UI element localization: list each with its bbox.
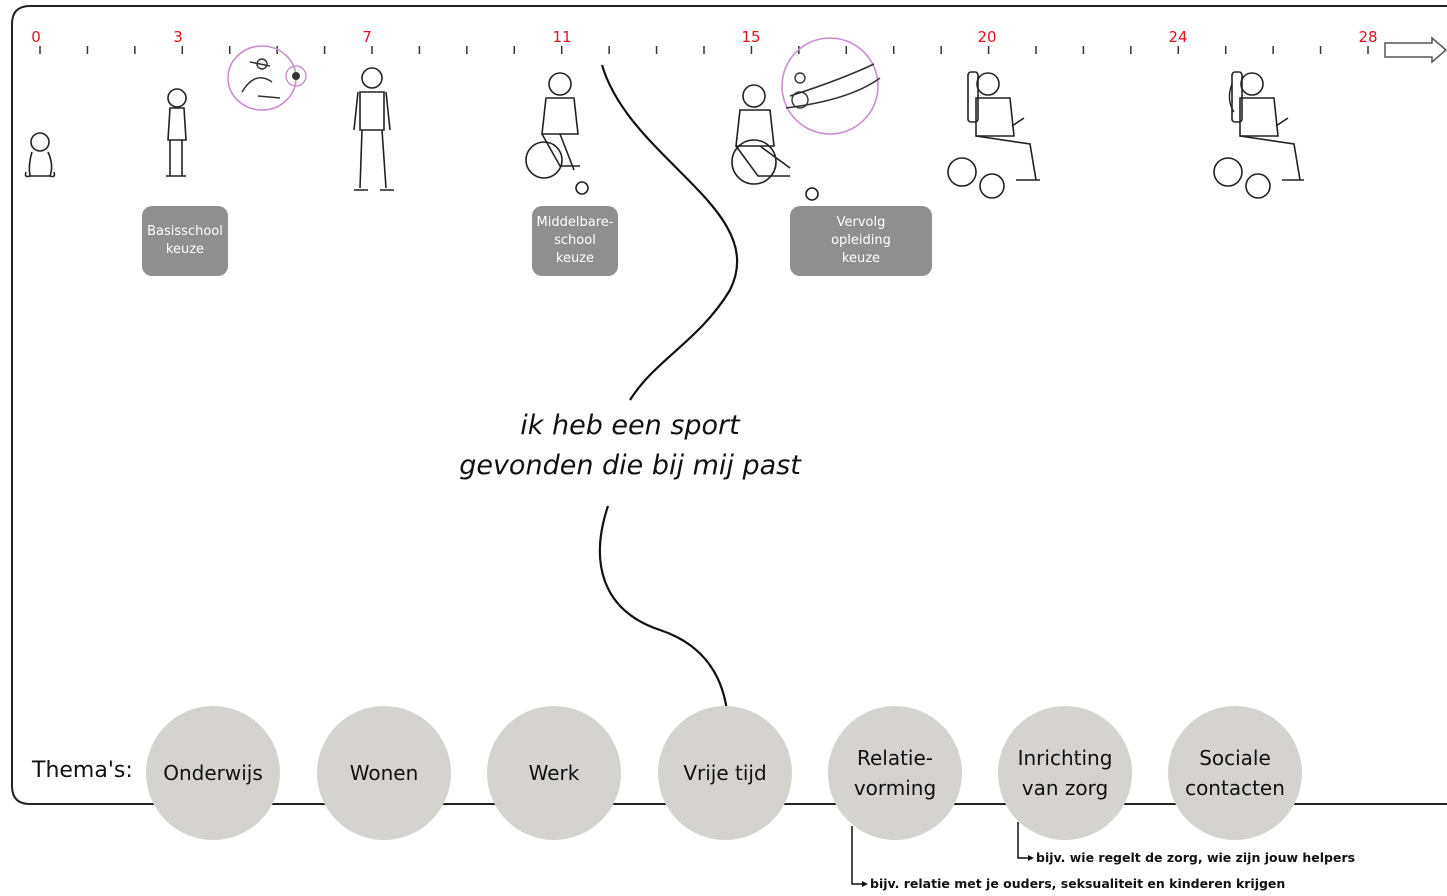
tick-label-28: 28 — [1358, 28, 1378, 46]
quote-text: ik heb een sport gevonden die bij mij pa… — [459, 410, 801, 481]
tick-label-20: 20 — [977, 28, 997, 46]
inset-school-icon — [227, 45, 307, 111]
theme-label: Inrichting van zorg — [1017, 746, 1113, 800]
figure-young-adult-wheelchair-icon — [731, 84, 819, 201]
figure-adult-powerchair-icon — [947, 71, 1040, 199]
figure-adult-powerchair-2-icon — [1213, 71, 1304, 199]
theme-relatievorming[interactable]: Relatie- vorming — [828, 706, 962, 840]
theme-label: Wonen — [349, 761, 419, 785]
connector-curve-top — [600, 64, 739, 401]
theme-label: Relatie- vorming — [853, 746, 937, 800]
tick-label-3: 3 — [173, 28, 183, 46]
theme-onderwijs[interactable]: Onderwijs — [146, 706, 280, 840]
figure-toddler-icon — [166, 88, 187, 177]
themes-label: Thema's: — [32, 758, 133, 783]
theme-label: Vrije tijd — [683, 761, 767, 785]
theme-label: Sociale contacten — [1185, 746, 1285, 800]
note-inrichting-zorg: bijv. wie regelt de zorg, wie zijn jouw … — [1036, 850, 1356, 865]
connector-curve-bottom — [598, 505, 730, 741]
milestone-middelbare-school: Middelbare- school keuze — [532, 206, 618, 276]
tick-label-7: 7 — [362, 28, 372, 46]
figure-teen-wheelchair-icon — [525, 72, 589, 195]
theme-inrichting-van-zorg[interactable]: Inrichting van zorg — [998, 706, 1132, 840]
inset-sport-icon — [781, 37, 881, 135]
milestone-label: Middelbare- school keuze — [536, 215, 614, 266]
milestone-basisschool: Basisschool keuze — [142, 206, 228, 276]
frame-border — [11, 5, 1447, 805]
theme-sociale-contacten[interactable]: Sociale contacten — [1168, 706, 1302, 840]
milestone-vervolgopleiding: Vervolg opleiding keuze — [790, 206, 932, 276]
note-arrow-zorg-icon — [1028, 855, 1034, 861]
tick-label-11: 11 — [552, 28, 572, 46]
theme-label: Onderwijs — [163, 761, 263, 785]
tick-label-0: 0 — [31, 28, 41, 46]
theme-vrije-tijd[interactable]: Vrije tijd — [658, 706, 792, 840]
milestone-label: Vervolg opleiding keuze — [831, 215, 891, 266]
note-connector-relatie — [851, 826, 864, 885]
tick-label-15: 15 — [741, 28, 761, 46]
timeline-arrow-icon — [1384, 36, 1447, 64]
figure-baby-icon — [24, 132, 56, 178]
note-relatievorming: bijv. relatie met je ouders, seksualitei… — [870, 876, 1286, 891]
theme-wonen[interactable]: Wonen — [317, 706, 451, 840]
tick-label-24: 24 — [1168, 28, 1188, 46]
note-arrow-relatie-icon — [862, 881, 868, 887]
figure-child-icon — [353, 67, 394, 191]
theme-werk[interactable]: Werk — [487, 706, 621, 840]
theme-label: Werk — [528, 761, 580, 785]
timeline-ticks — [39, 46, 1369, 54]
milestone-label: Basisschool keuze — [147, 224, 223, 257]
note-connector-zorg — [1017, 822, 1030, 859]
